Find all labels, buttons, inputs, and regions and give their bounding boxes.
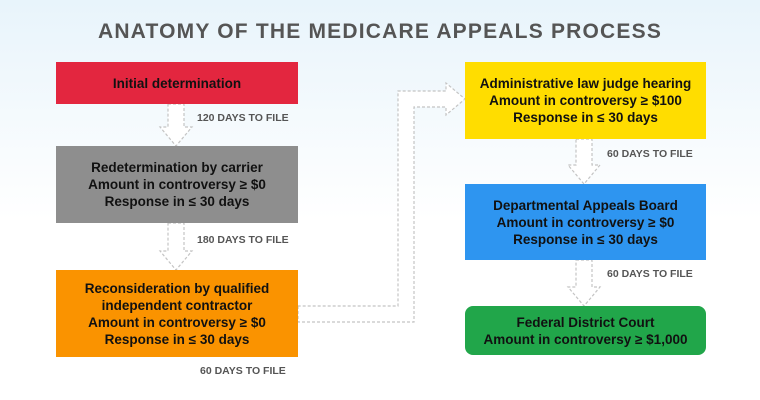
deadline-label: 60 DAYS TO FILE: [607, 148, 693, 160]
arrow-reconsideration-to-alj: [297, 81, 466, 323]
step-amount: Amount in controversy ≥ $0: [88, 177, 266, 192]
step-initial-determination: Initial determination: [56, 62, 298, 104]
step-amount: Amount in controversy ≥ $1,000: [483, 331, 688, 347]
step-reconsideration: Reconsideration by qualified independent…: [56, 270, 298, 357]
step-response: Response in ≤ 30 days: [104, 194, 250, 209]
deadline-label: 60 DAYS TO FILE: [607, 268, 693, 280]
step-title: Redetermination by carrier: [91, 160, 263, 175]
step-alj-hearing: Administrative law judge hearing Amount …: [465, 62, 706, 139]
step-amount: Amount in controversy ≥ $100: [489, 93, 682, 108]
deadline-label: 120 DAYS TO FILE: [197, 112, 289, 124]
page-title: ANATOMY OF THE MEDICARE APPEALS PROCESS: [97, 20, 663, 43]
step-title-line1: Reconsideration by qualified: [84, 280, 270, 296]
step-title: Administrative law judge hearing: [479, 76, 692, 91]
step-amount: Amount in controversy ≥ $0: [496, 214, 675, 230]
step-title: Departmental Appeals Board: [493, 197, 678, 213]
step-redetermination: Redetermination by carrier Amount in con…: [56, 146, 298, 223]
arrow-alj-to-board: [566, 138, 602, 185]
step-response: Response in ≤ 30 days: [513, 231, 658, 247]
step-amount: Amount in controversy ≥ $0: [88, 314, 266, 330]
step-response: Response in ≤ 30 days: [513, 110, 658, 125]
step-title: Initial determination: [112, 75, 242, 91]
step-response: Response in ≤ 30 days: [104, 331, 250, 347]
step-federal-court: Federal District Court Amount in controv…: [465, 306, 706, 355]
step-appeals-board: Departmental Appeals Board Amount in con…: [465, 184, 706, 260]
deadline-label: 60 DAYS TO FILE: [200, 365, 286, 377]
arrow-redetermination-to-reconsideration: [158, 222, 194, 271]
step-title-line2: independent contractor: [101, 297, 253, 313]
step-title: Federal District Court: [516, 314, 655, 330]
deadline-label: 180 DAYS TO FILE: [197, 234, 289, 246]
arrow-initial-to-redetermination: [158, 103, 194, 147]
arrow-board-to-court: [566, 259, 602, 307]
